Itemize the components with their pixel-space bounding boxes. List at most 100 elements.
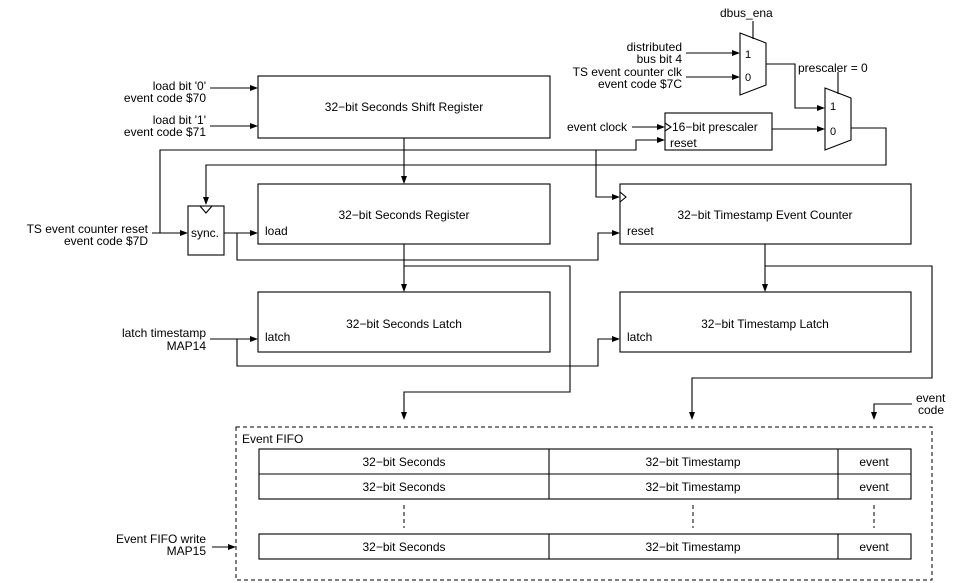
timestamp-latch-box	[619, 291, 912, 353]
secreg-to-latch-arrow	[401, 284, 407, 292]
prescaler-to-mux2-arrow	[817, 126, 825, 132]
fifo-write-arrow	[228, 544, 236, 550]
timestamp-counter-label: 32−bit Timestamp Event Counter	[677, 208, 852, 222]
mux-2-in0-label: 0	[830, 126, 836, 138]
load0-arrow	[250, 85, 258, 91]
prescaler-block: 16−bit prescaler reset	[664, 112, 773, 151]
fifo-table: 32−bit Seconds 32−bit Timestamp event 32…	[258, 448, 912, 560]
ts-reset-label-2: event code $7D	[64, 234, 148, 248]
prescaler-label: 16−bit prescaler	[672, 120, 758, 134]
timestamp-counter-reset-label: reset	[627, 224, 654, 238]
fifo-row3-seconds: 32−bit Seconds	[362, 540, 445, 554]
fifo-row3-event: event	[859, 540, 889, 554]
mux-2-shape	[824, 87, 852, 151]
load1-label-2: event code $71	[124, 125, 206, 139]
event-clock-arrow	[657, 124, 665, 130]
mux-1: 1 0	[739, 32, 767, 96]
mux-2-in1-label: 1	[830, 101, 836, 113]
load1-arrow	[250, 123, 258, 129]
timestamp-latch-block: 32−bit Timestamp Latch latch	[619, 291, 912, 353]
ts-reset-arrow	[180, 230, 188, 236]
timestamp-counter-block: 32−bit Timestamp Event Counter reset	[619, 183, 912, 245]
event-code-label-1: event	[916, 391, 946, 405]
fifo-row2-seconds: 32−bit Seconds	[362, 480, 445, 494]
fifo-row2-timestamp: 32−bit Timestamp	[645, 480, 740, 494]
fifo-row1-event: event	[859, 455, 889, 469]
sync-box	[187, 205, 225, 256]
latch-ts-label-1: latch timestamp	[122, 326, 206, 340]
fifo-write-label-2: MAP15	[167, 544, 207, 558]
seconds-latch-port-label: latch	[265, 330, 290, 344]
sync-to-load-arrow	[250, 230, 258, 236]
prescaler-reset-label: reset	[670, 136, 697, 150]
fifo-bottom-row-box	[258, 533, 912, 560]
sync-to-prescaler-reset-wire	[159, 139, 659, 233]
event-code-wire	[873, 403, 912, 414]
ts-clk-label-2: event code $7C	[598, 77, 682, 91]
timestamp-latch-label: 32−bit Timestamp Latch	[701, 317, 829, 331]
seconds-register-label: 32−bit Seconds Register	[338, 208, 469, 222]
prescaler-clock-marker	[664, 122, 672, 132]
latch-ts-arrow	[250, 336, 258, 342]
ts-reset-label-1: TS event counter reset	[27, 222, 149, 236]
secreg-to-fifo-wire	[403, 265, 571, 414]
counter-to-fifo-wire	[691, 265, 933, 414]
mux-1-in1-label: 1	[745, 49, 751, 61]
counter-clock-wire	[595, 150, 614, 198]
counter-to-latch-arrow	[762, 284, 768, 292]
fifo-row1-timestamp: 32−bit Timestamp	[645, 455, 740, 469]
event-fifo-title: Event FIFO	[242, 432, 303, 446]
mux-2: 1 0	[824, 87, 852, 151]
latch-ts-branch-wire	[236, 338, 614, 367]
mux1-to-mux2-wire	[766, 63, 819, 109]
seconds-latch-block: 32−bit Seconds Latch latch	[257, 291, 551, 353]
fifo-row3-timestamp: 32−bit Timestamp	[645, 540, 740, 554]
load1-label-1: load bit '1'	[153, 113, 206, 127]
prescaler-box	[664, 112, 773, 151]
ts-clk-arrow	[732, 74, 740, 80]
mux-1-in0-label: 0	[745, 72, 751, 84]
sync-to-counter-reset-wire	[236, 232, 614, 261]
seconds-register-block: 32−bit Seconds Register load	[257, 183, 551, 245]
event-fifo-border	[235, 426, 933, 581]
sync-label: sync.	[191, 226, 219, 240]
mux1-to-mux2-arrow	[817, 105, 825, 111]
timestamp-latch-port-label: latch	[627, 330, 652, 344]
seconds-register-load-label: load	[265, 224, 288, 238]
distributed-label-1: distributed	[627, 40, 682, 54]
load0-label-2: event code $70	[124, 91, 206, 105]
ts-clk-label-1: TS event counter clk	[573, 65, 683, 79]
secreg-to-fifo-arrow	[401, 412, 407, 420]
sync-block: sync.	[187, 205, 225, 256]
shiftreg-to-secreg-arrow	[401, 176, 407, 184]
distributed-arrow	[732, 50, 740, 56]
event-fifo: Event FIFO 32−bit Seconds 32−bit Timesta…	[235, 426, 933, 581]
counter-clock-marker	[619, 191, 627, 203]
shift-register-block: 32−bit Seconds Shift Register	[257, 75, 551, 139]
fifo-row1-seconds: 32−bit Seconds	[362, 455, 445, 469]
mux2-out-wire	[205, 127, 887, 199]
sync-to-prescaler-reset-arrow	[657, 137, 665, 143]
seconds-latch-label: 32−bit Seconds Latch	[346, 317, 462, 331]
counter-clock-arrow	[612, 194, 620, 200]
dbus-ena-label: dbus_ena	[720, 6, 773, 20]
shift-register-box	[257, 75, 551, 139]
event-code-arrow	[871, 412, 877, 420]
shift-register-label: 32−bit Seconds Shift Register	[325, 100, 483, 114]
event-code-label-2: code	[918, 403, 944, 417]
seconds-register-box	[257, 183, 551, 245]
fifo-row2-event: event	[859, 480, 889, 494]
sync-to-counter-reset-arrow	[612, 230, 620, 236]
distributed-label-2: bus bit 4	[637, 52, 683, 66]
mux-1-shape	[739, 32, 767, 96]
prescaler-eq-label: prescaler = 0	[798, 61, 868, 75]
latch-ts-branch-arrow	[612, 336, 620, 342]
mux2-out-arrow	[203, 197, 209, 205]
event-clock-label: event clock	[567, 120, 628, 134]
counter-to-fifo-arrow	[689, 412, 695, 420]
load0-label-1: load bit '0'	[153, 79, 206, 93]
latch-ts-label-2: MAP14	[167, 339, 207, 353]
seconds-latch-box	[257, 291, 551, 353]
fifo-write-label-1: Event FIFO write	[116, 532, 206, 546]
